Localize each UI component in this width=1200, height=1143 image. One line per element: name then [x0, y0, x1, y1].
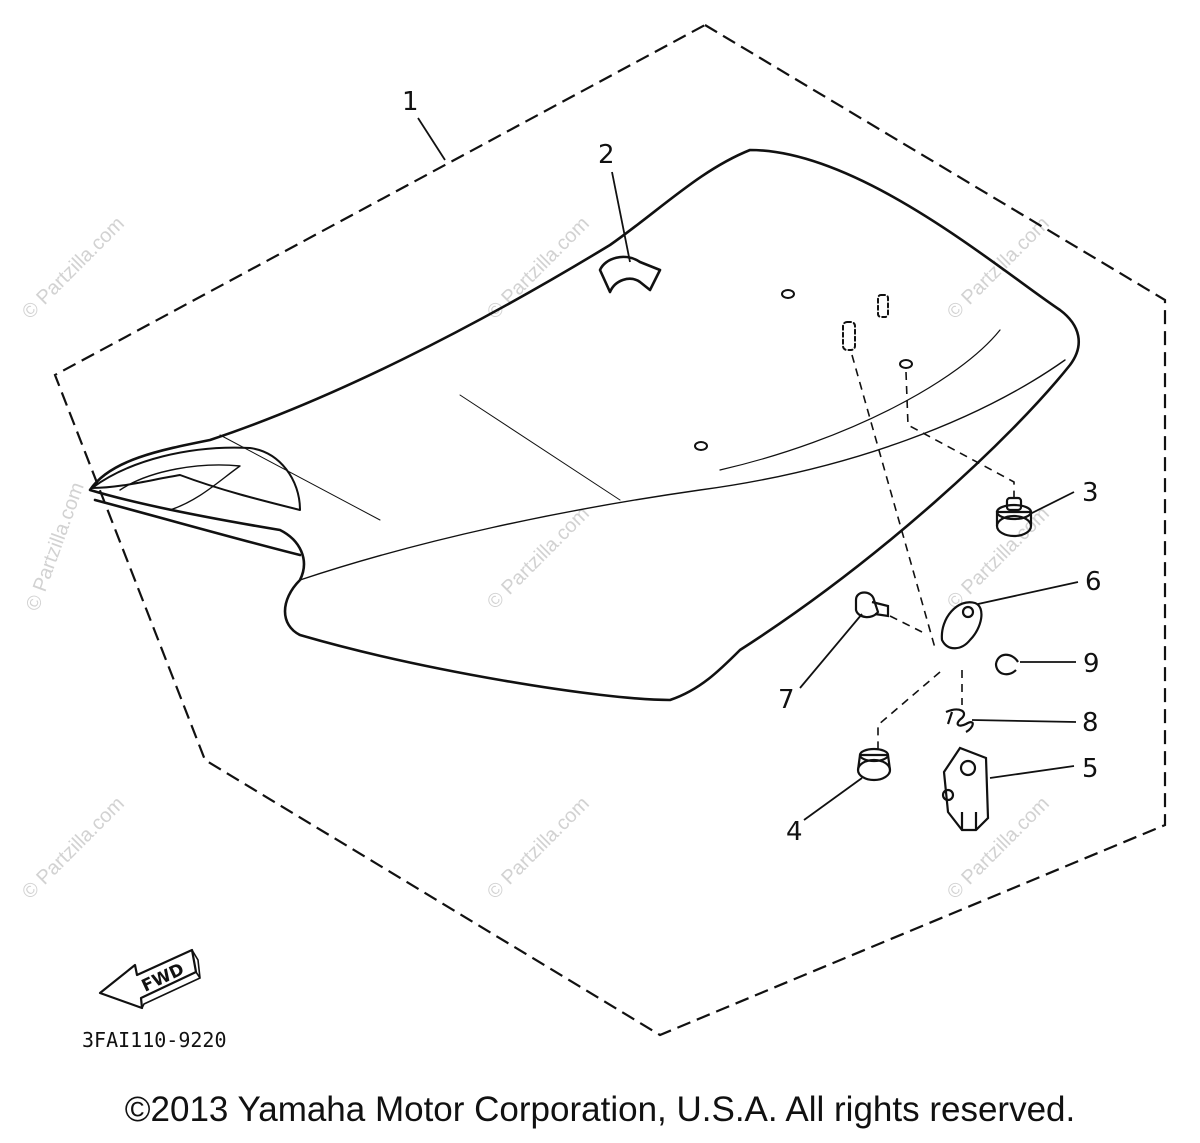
fwd-arrow: FWD	[98, 948, 201, 1010]
seat-strap	[598, 255, 662, 294]
leader-line-7	[799, 613, 863, 689]
leader-line-8	[971, 719, 1077, 723]
callout-8: 8	[1082, 708, 1099, 738]
watermark: © Partzilla.com	[18, 213, 129, 324]
watermark: © Partzilla.com	[943, 793, 1054, 904]
callout-9: 9	[1083, 649, 1100, 679]
watermark: © Partzilla.com	[22, 480, 89, 614]
assembly-line	[851, 354, 936, 649]
leader-line-5	[989, 765, 1075, 779]
seat-hump	[91, 446, 301, 511]
seat-outline	[88, 148, 1080, 702]
mount-slot	[842, 321, 856, 351]
seat-front-crease-2	[219, 434, 381, 521]
spring-part-8	[945, 708, 974, 733]
assembly-line	[905, 371, 1015, 505]
part-code: 3FAI110-9220	[82, 1028, 227, 1052]
lock-part-5	[941, 746, 990, 832]
fwd-arrow-shape	[98, 948, 198, 1010]
seat-crease-line	[719, 329, 1001, 471]
assembly-line	[889, 615, 923, 633]
watermark: © Partzilla.com	[483, 503, 594, 614]
mount-hole	[781, 289, 795, 299]
watermark: © Partzilla.com	[18, 793, 129, 904]
leader-line-1	[417, 117, 446, 161]
mount-hole	[899, 359, 913, 369]
assembly-line	[877, 671, 941, 752]
copyright-notice: ©2013 Yamaha Motor Corporation, U.S.A. A…	[124, 1090, 1076, 1129]
damper-part-3	[995, 496, 1033, 538]
leader-line-6	[977, 581, 1079, 605]
callout-1: 1	[402, 87, 419, 117]
leader-line-4	[803, 777, 863, 821]
watermarks: © Partzilla.com © Partzilla.com © Partzi…	[18, 213, 1054, 904]
callout-3: 3	[1082, 478, 1099, 508]
callout-4: 4	[786, 817, 803, 847]
damper-part-4	[856, 747, 892, 782]
callout-6: 6	[1085, 567, 1102, 597]
seat	[88, 148, 1080, 702]
fwd-label: FWD	[139, 960, 188, 997]
seat-hump-inner	[119, 464, 241, 511]
seat-front-crease	[459, 394, 621, 501]
mount-hole	[694, 441, 708, 451]
callouts: 1 2 3 6 9 8 5 7 4	[402, 87, 1102, 847]
bracket-part-6	[940, 601, 983, 650]
callout-5: 5	[1082, 754, 1099, 784]
mount-slot	[877, 294, 889, 318]
watermark: © Partzilla.com	[483, 793, 594, 904]
callout-2: 2	[598, 140, 615, 170]
callout-7: 7	[778, 685, 795, 715]
fwd-arrow-shadow	[141, 949, 201, 1009]
bolt-part-7	[854, 591, 890, 619]
assembly-lines	[851, 354, 1015, 752]
clip-part-9	[994, 653, 1019, 676]
parts	[854, 496, 1033, 832]
leader-line-2	[611, 171, 631, 263]
watermark: © Partzilla.com	[943, 213, 1054, 324]
leader-lines	[417, 117, 1079, 821]
assembly-outline	[53, 23, 1167, 1037]
leader-line-3	[1029, 491, 1075, 515]
seat-inner-edge	[93, 498, 302, 557]
seat-side-line	[299, 359, 1066, 581]
watermark: © Partzilla.com	[943, 503, 1054, 614]
watermark: © Partzilla.com	[483, 213, 594, 324]
